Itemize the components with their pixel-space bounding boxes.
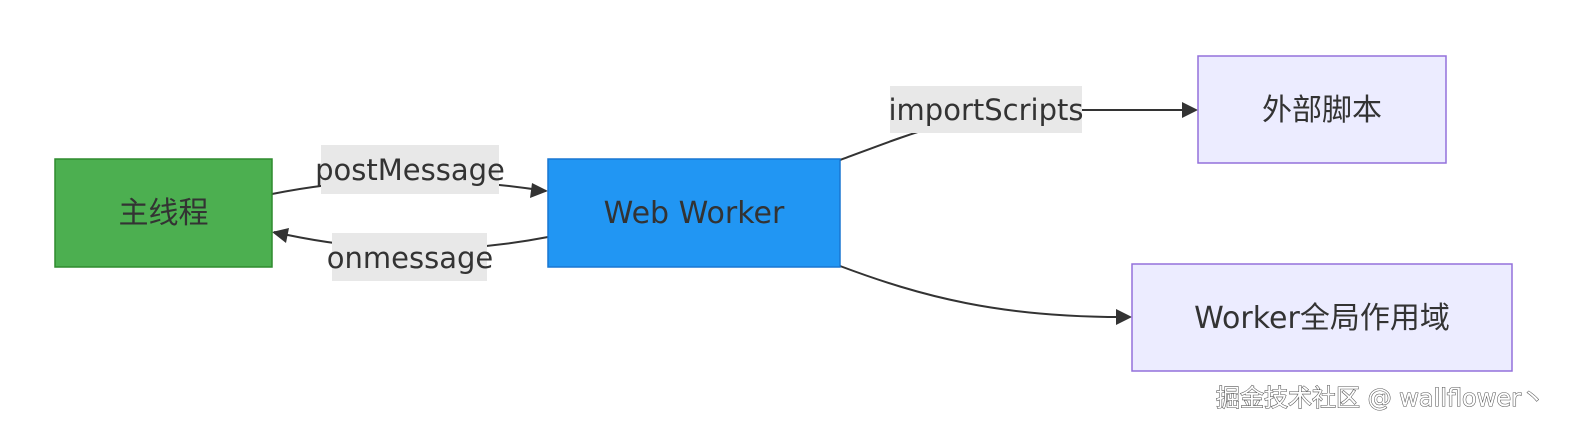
edge-label-import-scripts-text: importScripts (889, 93, 1084, 127)
edge-label-post-message: postMessage (315, 145, 505, 194)
node-external-scripts-box (1197, 55, 1447, 164)
edge-label-on-message: onmessage (327, 233, 493, 281)
arrowhead-import-scripts (1182, 102, 1198, 118)
node-worker-global-scope-label: Worker全局作用域 (1194, 301, 1450, 336)
edge-label-post-message-text: postMessage (315, 153, 505, 187)
node-external-scripts: 外部脚本 (1197, 55, 1447, 164)
node-web-worker: Web Worker (547, 158, 841, 268)
node-web-worker-label: Web Worker (604, 196, 785, 231)
arrowhead-to-global-scope (1116, 309, 1132, 325)
node-main-thread-label: 主线程 (119, 196, 209, 231)
arrowhead-on-message (272, 228, 289, 243)
node-main-thread-box (54, 158, 273, 268)
node-external-scripts-label: 外部脚本 (1262, 93, 1382, 128)
edge-to-global-scope (839, 265, 1131, 319)
watermark-text: 掘金技术社区 @ wallflower丶 (1216, 384, 1545, 412)
node-worker-global-scope: Worker全局作用域 (1131, 263, 1513, 372)
edge-label-import-scripts: importScripts (889, 86, 1084, 133)
node-web-worker-box (547, 158, 841, 268)
node-main-thread: 主线程 (54, 158, 273, 268)
edge-label-on-message-text: onmessage (327, 241, 493, 275)
node-worker-global-scope-box (1131, 263, 1513, 372)
arrowhead-post-message (530, 183, 548, 198)
